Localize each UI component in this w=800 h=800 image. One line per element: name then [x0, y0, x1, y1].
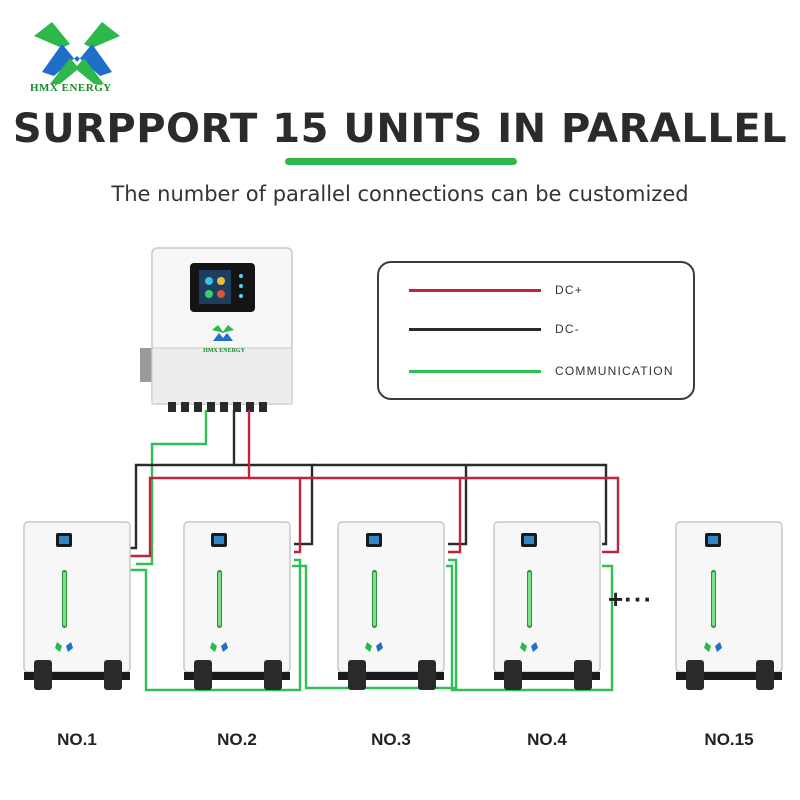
- legend-line-dc-plus: [409, 289, 541, 292]
- battery-unit-4: [493, 521, 601, 690]
- battery-label-4: NO.4: [527, 730, 567, 749]
- legend: DC+ DC- COMMUNICATION: [377, 261, 695, 400]
- page-subtitle: The number of parallel connections can b…: [111, 182, 689, 206]
- title-underline: [285, 158, 517, 165]
- battery-unit-2: [183, 521, 291, 690]
- hmx-logo-icon: [34, 22, 120, 84]
- battery-unit-3: [337, 521, 445, 690]
- dc-minus-cables: [130, 410, 608, 550]
- logo-text: HMX ENERGY: [30, 82, 112, 94]
- legend-label-dc-minus: DC-: [555, 322, 580, 336]
- legend-label-dc-plus: DC+: [555, 283, 583, 297]
- legend-label-communication: COMMUNICATION: [555, 364, 674, 378]
- battery-label-15: NO.15: [704, 730, 754, 749]
- battery-unit-1: [23, 521, 131, 690]
- communication-cables: [128, 410, 614, 692]
- inverter: HMX ENERGY: [140, 247, 293, 412]
- battery-label-3: NO.3: [371, 730, 411, 749]
- battery-unit-15: [675, 521, 783, 690]
- legend-line-communication: [409, 370, 541, 373]
- battery-label-2: NO.2: [217, 730, 257, 749]
- legend-line-dc-minus: [409, 328, 541, 331]
- page-title: SURPPORT 15 UNITS IN PARALLEL: [12, 106, 788, 152]
- inverter-logo-text: HMX ENERGY: [203, 348, 246, 354]
- dc-plus-cables: [130, 410, 620, 558]
- continuation-mark: +···: [608, 584, 654, 614]
- battery-label-1: NO.1: [57, 730, 97, 749]
- inverter-logo-icon: [212, 325, 234, 341]
